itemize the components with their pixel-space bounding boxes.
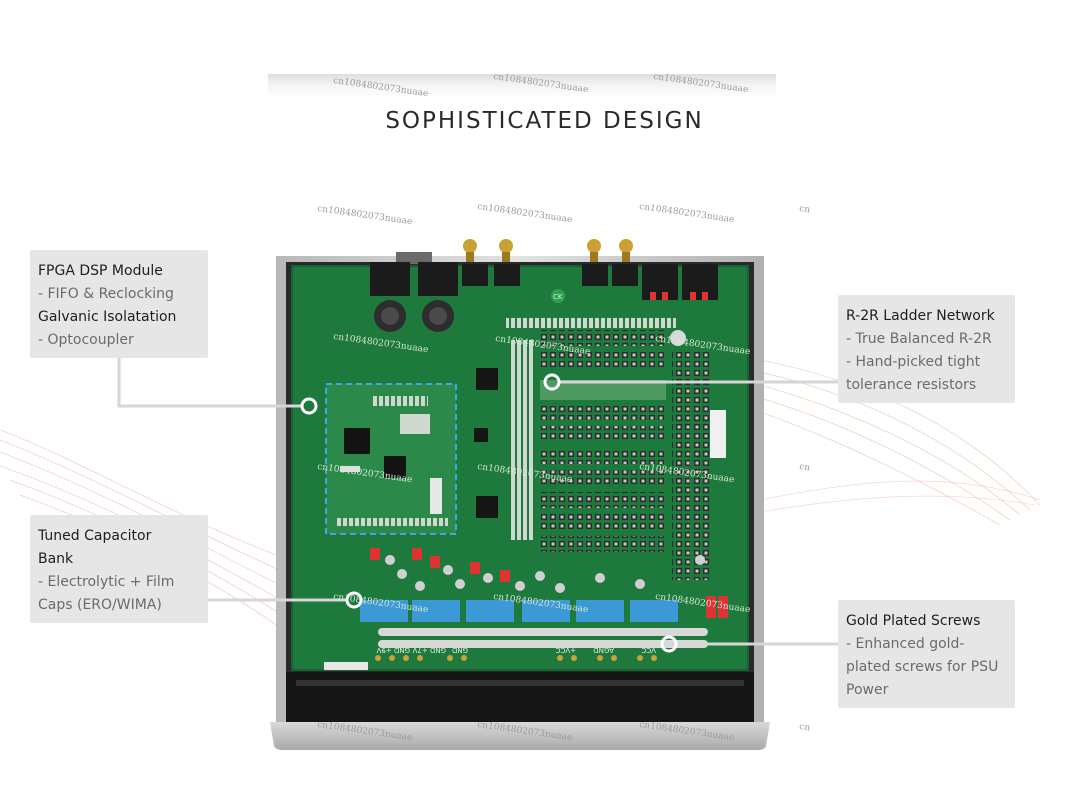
callout-heading: Bank	[38, 551, 74, 567]
front-panel-cavity	[286, 672, 754, 724]
callout-detail: - Optocoupler	[38, 332, 134, 348]
r2r-ladder-area	[474, 318, 726, 580]
capacitor-bank: GND +9V GND +7V GND +VCC AGND VCC	[324, 548, 728, 670]
callout-detail: - Hand-picked tight	[846, 354, 981, 370]
callout-detail: Caps (ERO/WIMA)	[38, 597, 162, 613]
header-band	[268, 74, 776, 98]
callout-heading: Tuned Capacitor	[38, 528, 152, 544]
callout-detail: tolerance resistors	[846, 377, 977, 393]
pcb-label-gnd-9v: GND +9V	[376, 646, 410, 654]
pcb-label-gnd: GND	[452, 646, 468, 654]
pcb-label-gnd-7v: GND +7V	[412, 646, 446, 654]
callout-fpga-dsp: FPGA DSP Module - FIFO & Reclocking Galv…	[30, 250, 208, 358]
fpga-dsp-module	[325, 383, 457, 535]
callout-heading: FPGA DSP Module	[38, 263, 163, 279]
pcb-label-vcc: VCC	[641, 646, 656, 654]
callout-capacitor-bank: Tuned Capacitor Bank - Electrolytic + Fi…	[30, 515, 208, 623]
callout-markers	[300, 373, 678, 653]
rear-connectors: CK	[370, 239, 718, 332]
pcb-silk-label: CK	[553, 293, 563, 301]
callout-detail: - FIFO & Reclocking	[38, 286, 174, 302]
callout-detail: plated screws for PSU	[846, 659, 999, 675]
watermark: cn	[798, 722, 811, 734]
watermark: cn	[798, 204, 811, 216]
callout-heading: Gold Plated Screws	[846, 613, 981, 629]
page-title: SOPHISTICATED DESIGN	[385, 108, 704, 134]
callout-detail: - True Balanced R-2R	[846, 331, 992, 347]
callout-r2r-ladder: R-2R Ladder Network - True Balanced R-2R…	[838, 295, 1015, 403]
callout-detail: Power	[846, 682, 889, 698]
pcb-label-vcc-plus: +VCC	[555, 646, 576, 654]
callout-detail: - Enhanced gold-	[846, 636, 965, 652]
watermark: cn	[798, 462, 811, 474]
callout-heading: Galvanic Isolatation	[38, 309, 177, 325]
callout-leader-lines	[117, 356, 838, 646]
pcb-label-agnd: AGND	[593, 646, 614, 654]
callout-gold-screws: Gold Plated Screws - Enhanced gold- plat…	[838, 600, 1015, 708]
callout-detail: - Electrolytic + Film	[38, 574, 175, 590]
front-panel	[270, 722, 770, 750]
callout-heading: R-2R Ladder Network	[846, 308, 995, 324]
